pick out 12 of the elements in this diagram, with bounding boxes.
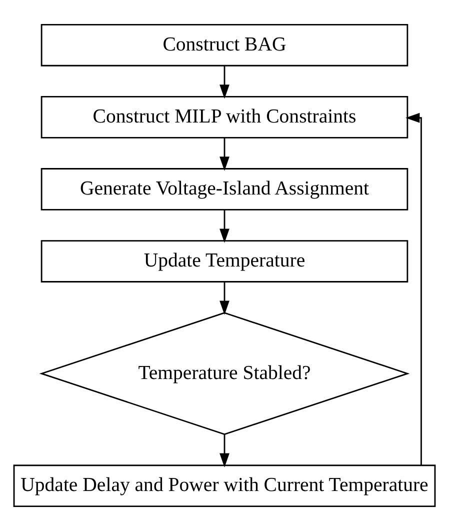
- node-box: Generate Voltage-Island Assignment: [40, 168, 408, 210]
- arrow: [220, 65, 230, 98]
- node-box: Update Delay and Power with Current Temperature: [13, 464, 436, 507]
- arrow: [220, 138, 230, 170]
- arrow: [220, 434, 230, 467]
- node-box: Construct BAG: [40, 23, 408, 66]
- arrow: [220, 210, 230, 242]
- arrow: [220, 281, 230, 314]
- arrow: [406, 112, 422, 465]
- node-diamond: Temperature Stabled?: [39, 312, 410, 435]
- node-box: Update Temperature: [40, 240, 408, 282]
- node-box: Construct MILP with Constraints: [40, 95, 408, 138]
